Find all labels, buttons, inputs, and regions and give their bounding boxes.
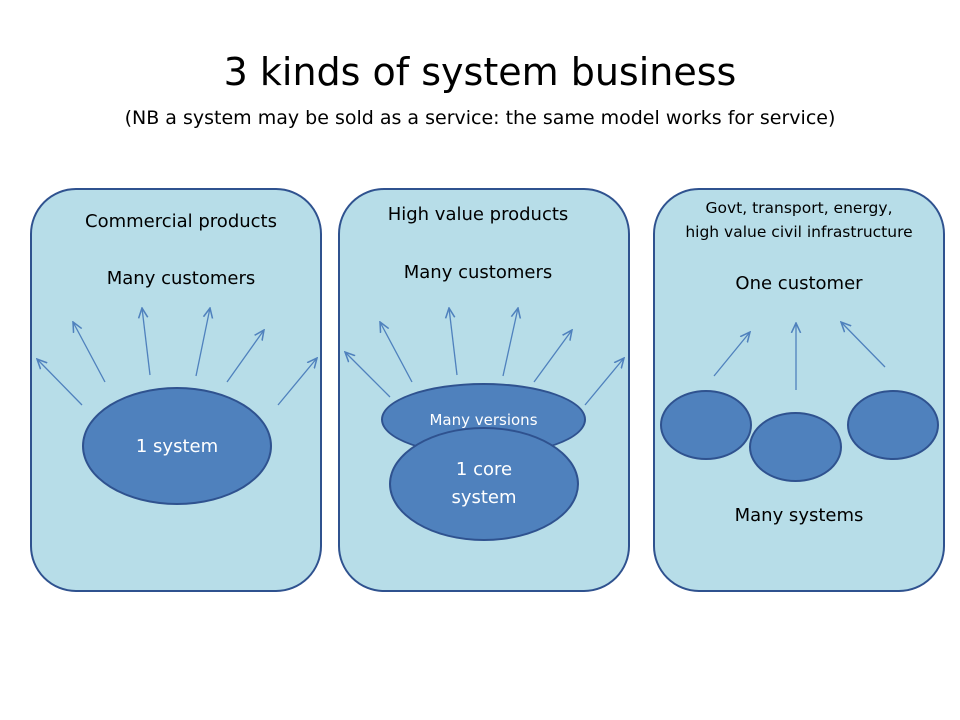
- system-oval-middle: [749, 412, 842, 482]
- panel-1-heading: Commercial products: [85, 211, 277, 232]
- core-system-label-line2: system: [451, 487, 517, 508]
- system-label: 1 system: [135, 435, 219, 457]
- panel-3-customers: One customer: [735, 273, 863, 294]
- slide-subtitle: (NB a system may be sold as a service: t…: [124, 107, 836, 129]
- panel-3-systems: Many systems: [734, 505, 864, 526]
- system-oval: 1 system: [82, 387, 272, 505]
- core-system-label-line1: 1 core: [455, 459, 513, 480]
- slide-title: 3 kinds of system business: [223, 50, 737, 94]
- panel-3-heading-line2: high value civil infrastructure: [685, 223, 913, 241]
- system-oval-left: [660, 390, 752, 460]
- panel-2-customers: Many customers: [403, 262, 553, 283]
- panel-3-heading-line1: Govt, transport, energy,: [705, 199, 893, 217]
- panel-1-customers: Many customers: [106, 268, 256, 289]
- versions-label: Many versions: [429, 411, 538, 429]
- system-oval-right: [847, 390, 939, 460]
- core-system-oval: 1 core system: [389, 427, 579, 541]
- panel-2-heading: High value products: [387, 204, 569, 225]
